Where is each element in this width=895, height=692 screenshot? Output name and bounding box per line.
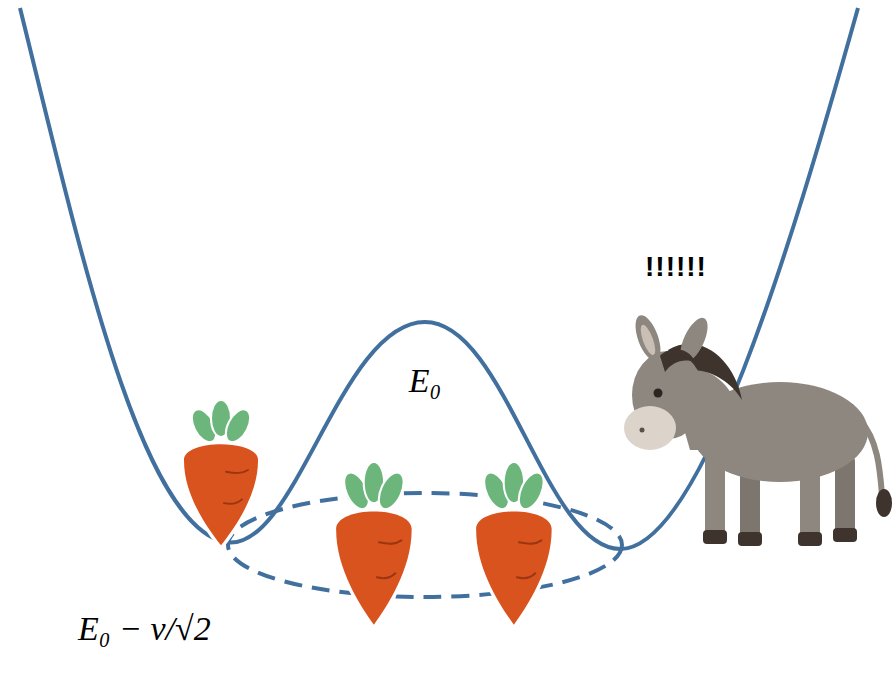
carrot — [184, 401, 258, 545]
donkey — [624, 312, 892, 546]
energy-label: E₀ − v/√2 — [78, 610, 211, 647]
carrot — [476, 463, 552, 625]
carrot — [336, 463, 412, 625]
energy-label: E₀ — [409, 362, 442, 399]
tunneling-ellipse — [228, 493, 622, 597]
exclamation-text: !!!!!! — [645, 252, 707, 283]
